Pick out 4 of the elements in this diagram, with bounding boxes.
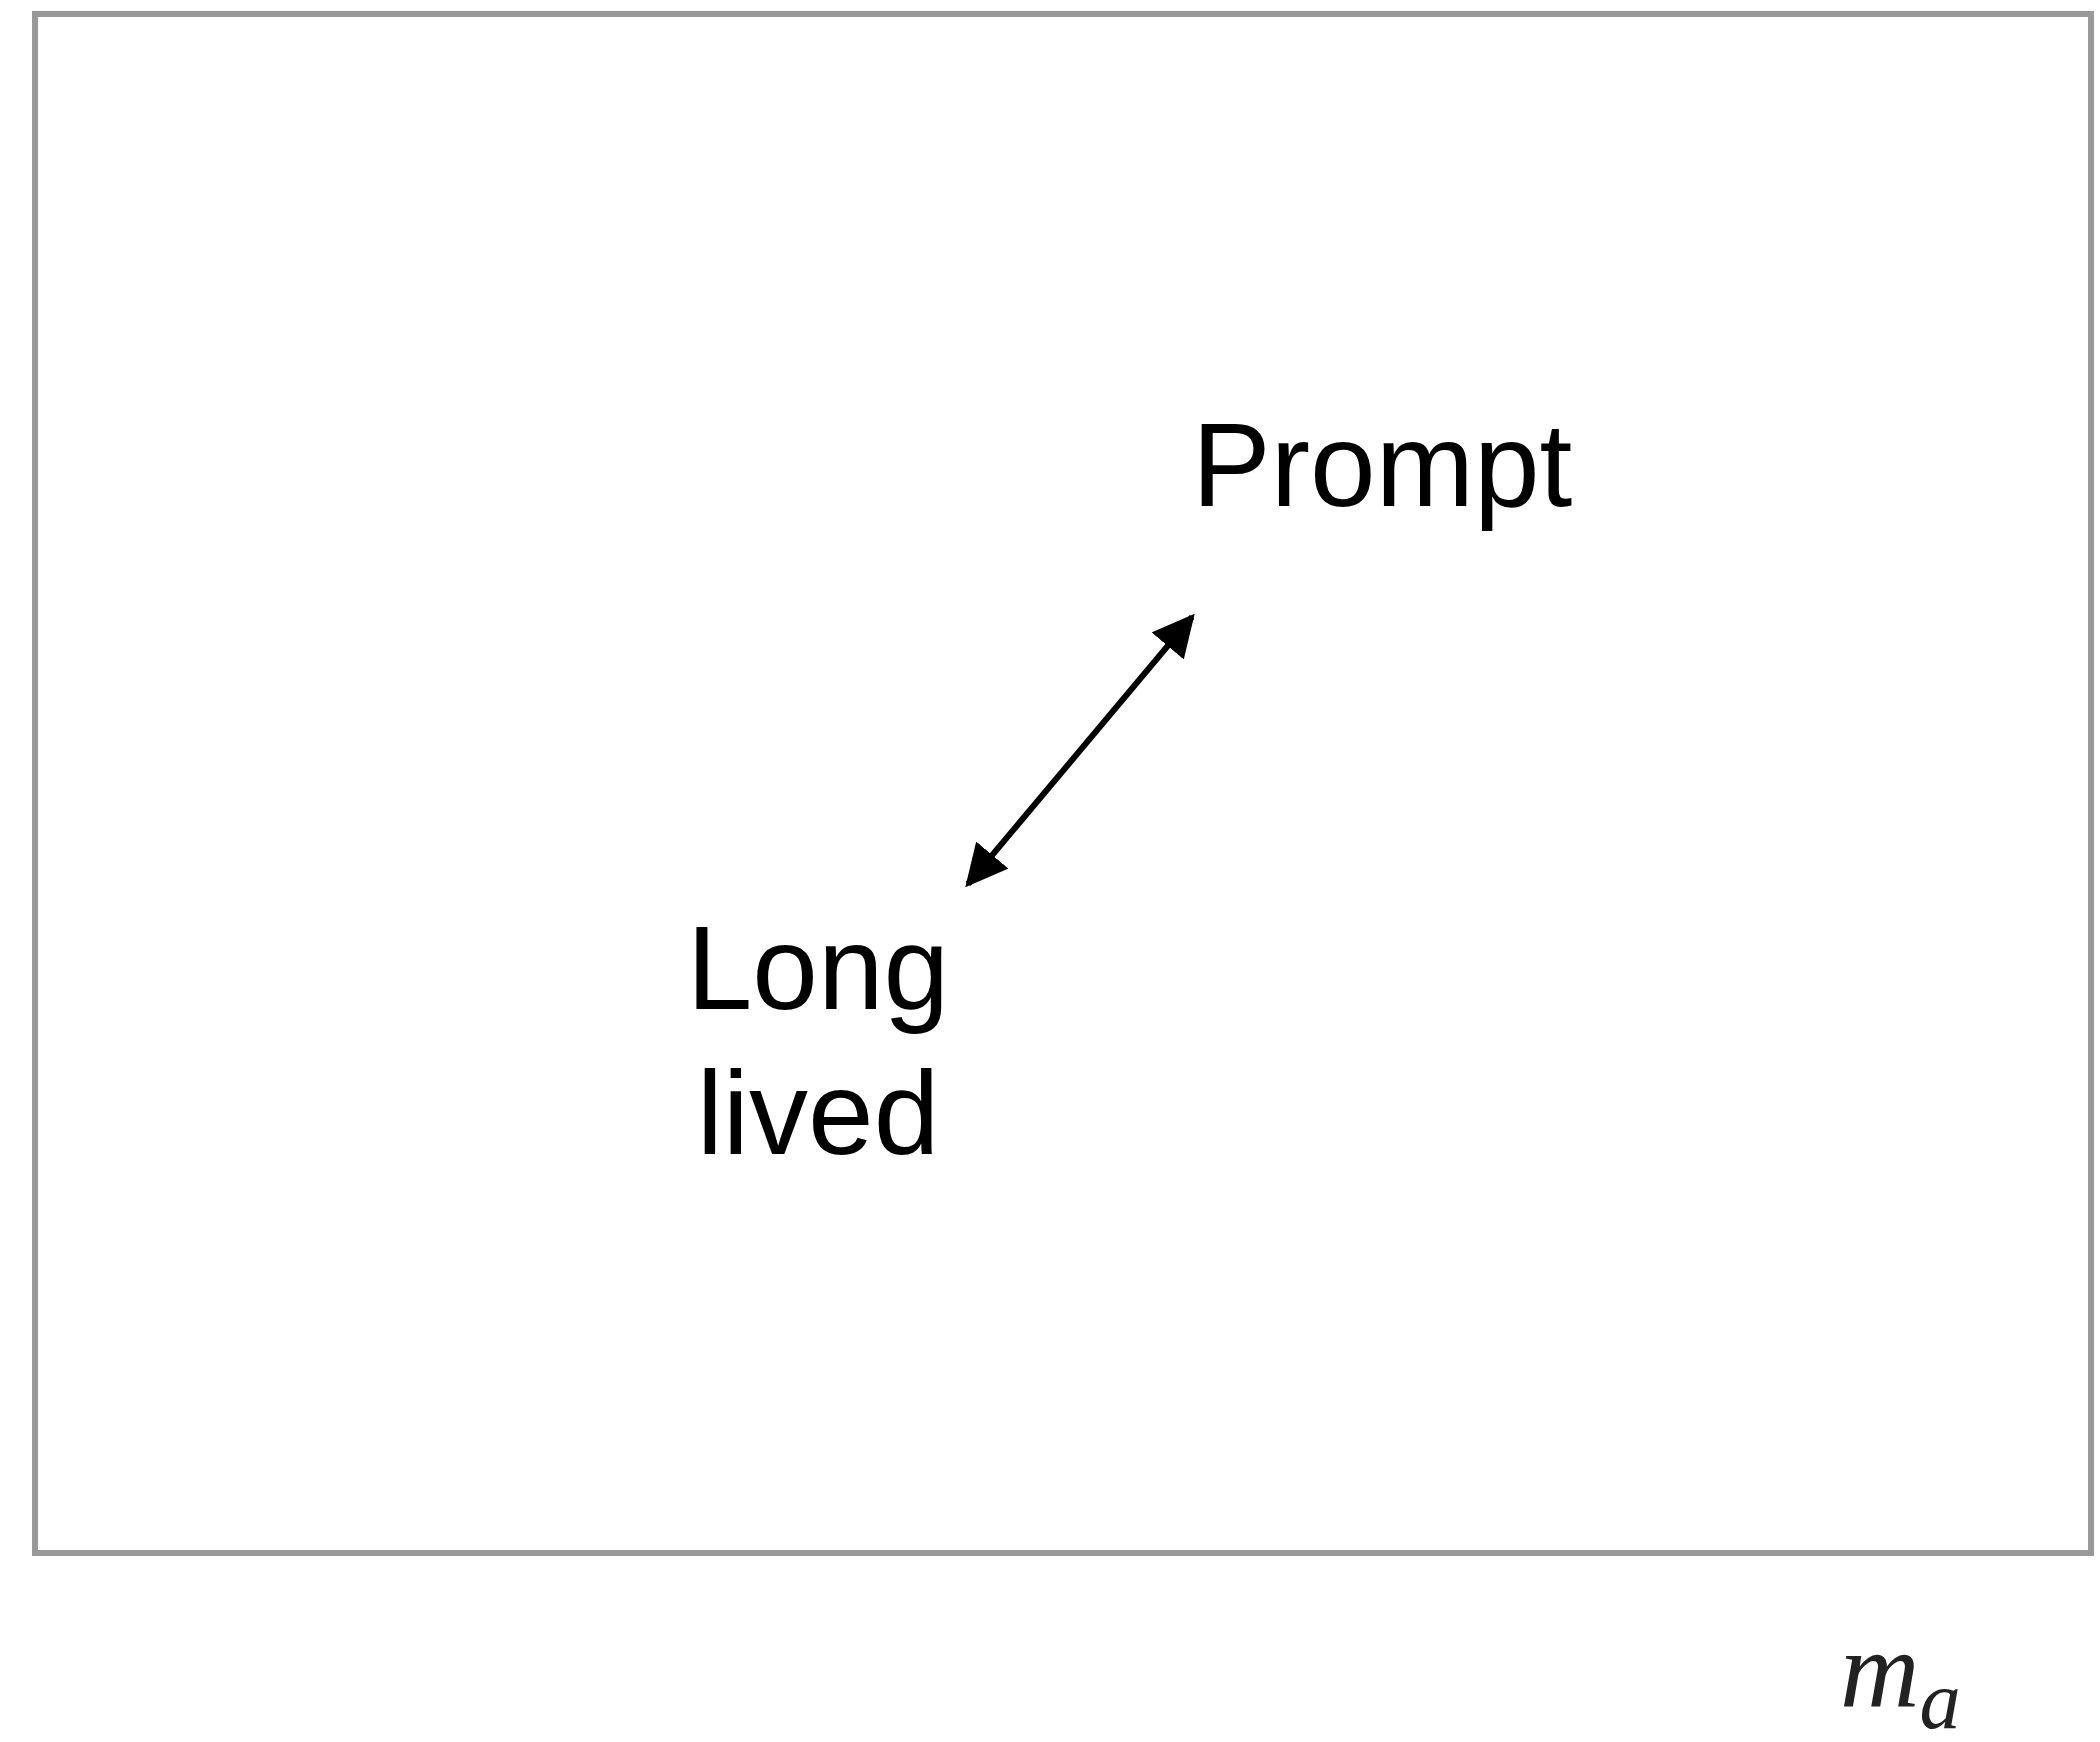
text-label: Prompt [1192,406,1573,617]
text-label: Long lived [668,884,968,1186]
double-headed-arrow [965,613,1195,888]
frame-box [32,11,2094,1556]
